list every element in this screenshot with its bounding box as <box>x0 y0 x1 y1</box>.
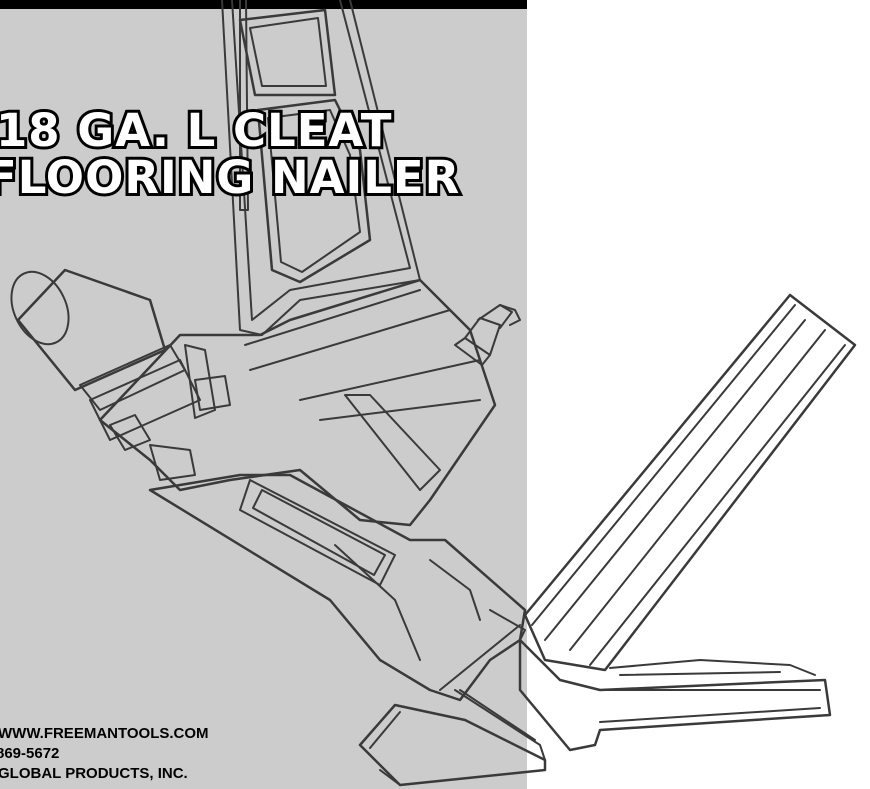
cylinder-body <box>98 278 497 527</box>
footer-website: WWW.FREEMANTOOLS.COM <box>0 725 209 742</box>
nose-body <box>148 473 527 702</box>
title-line-1: 18 GA. L CLEAT 18 GA. L CLEAT <box>0 104 394 157</box>
top-black-bar <box>0 0 527 9</box>
title-line-2: FLOORING NAILER FLOORING NAILER <box>0 151 462 204</box>
handle-frame <box>221 0 421 336</box>
title-line-1-fill: 18 GA. L CLEAT <box>0 104 393 157</box>
title-line-2-fill: FLOORING NAILER <box>0 151 461 204</box>
rear-cap <box>10 268 201 441</box>
footer-phone: 869-5672 <box>0 745 60 762</box>
air-fitting <box>454 304 521 366</box>
footer-company: GLOBAL PRODUCTS, INC. <box>0 765 188 782</box>
title-line-2-stroke: FLOORING NAILER <box>0 151 462 204</box>
striker-foot <box>358 689 547 787</box>
base-shoe <box>518 293 857 752</box>
title-line-1-stroke: 18 GA. L CLEAT <box>0 104 394 157</box>
